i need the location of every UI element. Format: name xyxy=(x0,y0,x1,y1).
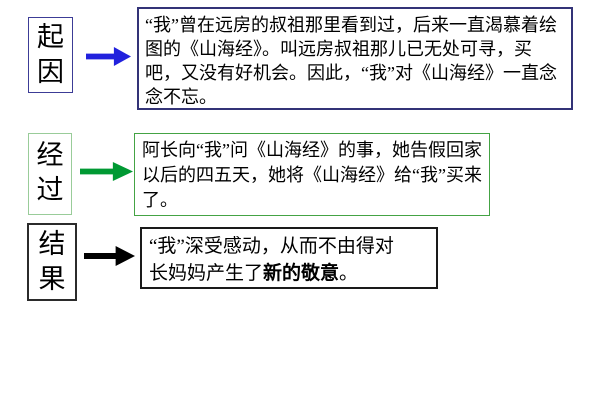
result-text-line2-end: 。 xyxy=(339,263,359,284)
result-text-box: “我”深受感动，从而不由得对 长妈妈产生了新的敬意。 xyxy=(140,227,438,289)
cause-text: “我”曾在远房的叔祖那里看到过，后来一直渴慕着绘图的《山海经》。叫远房叔祖那儿已… xyxy=(145,15,557,107)
result-arrow-icon xyxy=(84,246,135,266)
result-text-emphasis: 新的敬意 xyxy=(263,263,340,284)
result-text-line1: “我”深受感动，从而不由得对 xyxy=(149,236,394,257)
process-text-box: 阿长向“我”问《山海经》的事，她告假回家以后的四五天，她将《山海经》给“我”买来… xyxy=(134,133,490,216)
result-text-line2: 长妈妈产生了新的敬意。 xyxy=(149,260,431,287)
process-label-box: 经过 xyxy=(28,133,72,215)
process-arrow-icon xyxy=(80,161,133,182)
cause-text-box: “我”曾在远房的叔祖那里看到过，后来一直渴慕着绘图的《山海经》。叫远房叔祖那儿已… xyxy=(137,7,573,110)
cause-label-box: 起因 xyxy=(28,17,73,93)
process-text: 阿长向“我”问《山海经》的事，她告假回家以后的四五天，她将《山海经》给“我”买来… xyxy=(142,140,482,210)
cause-label: 起因 xyxy=(37,22,64,87)
result-label: 结果 xyxy=(38,229,66,294)
result-text-line2-normal: 长妈妈产生了 xyxy=(149,263,264,284)
process-label: 经过 xyxy=(36,140,64,205)
result-label-box: 结果 xyxy=(27,223,77,301)
cause-arrow-icon xyxy=(86,46,131,67)
